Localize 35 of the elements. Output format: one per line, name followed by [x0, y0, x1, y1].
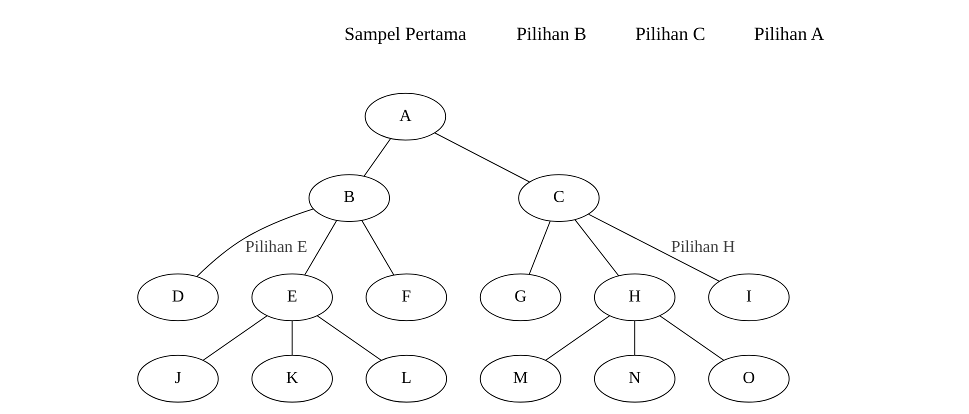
node-ellipse: N: [594, 354, 676, 403]
label: Pilihan C: [635, 24, 706, 45]
node-ellipse: L: [366, 354, 448, 403]
connector: [659, 315, 724, 361]
node-ellipse: J: [137, 354, 219, 403]
label: Sampel Pertama: [344, 24, 466, 45]
connector: [634, 320, 636, 356]
node-ellipse: E: [251, 273, 333, 322]
node-ellipse: M: [480, 354, 562, 403]
node-ellipse: G: [480, 273, 562, 322]
edge-label: Pilihan H: [671, 236, 736, 256]
label: Pilihan B: [516, 24, 586, 45]
connector: [545, 315, 610, 361]
connector: [364, 138, 392, 177]
connector: [434, 132, 530, 182]
node-ellipse: F: [366, 273, 448, 322]
connector: [196, 208, 314, 278]
node-ellipse: C: [518, 174, 600, 222]
edge-label: Pilihan E: [245, 236, 308, 256]
connector: [528, 220, 551, 275]
node-ellipse: I: [708, 273, 790, 322]
node-ellipse: D: [137, 273, 219, 322]
node-ellipse: O: [708, 354, 790, 403]
connector: [202, 315, 268, 361]
node-ellipse: H: [594, 273, 676, 322]
node-ellipse: A: [364, 92, 446, 141]
connector: [316, 315, 382, 361]
node-ellipse: B: [308, 174, 390, 222]
label: Pilihan A: [754, 24, 824, 45]
connector: [361, 220, 394, 276]
node-ellipse: K: [251, 354, 333, 403]
connector: [304, 220, 338, 276]
connector: [574, 219, 620, 276]
connector: [588, 214, 720, 282]
connector: [292, 320, 293, 356]
